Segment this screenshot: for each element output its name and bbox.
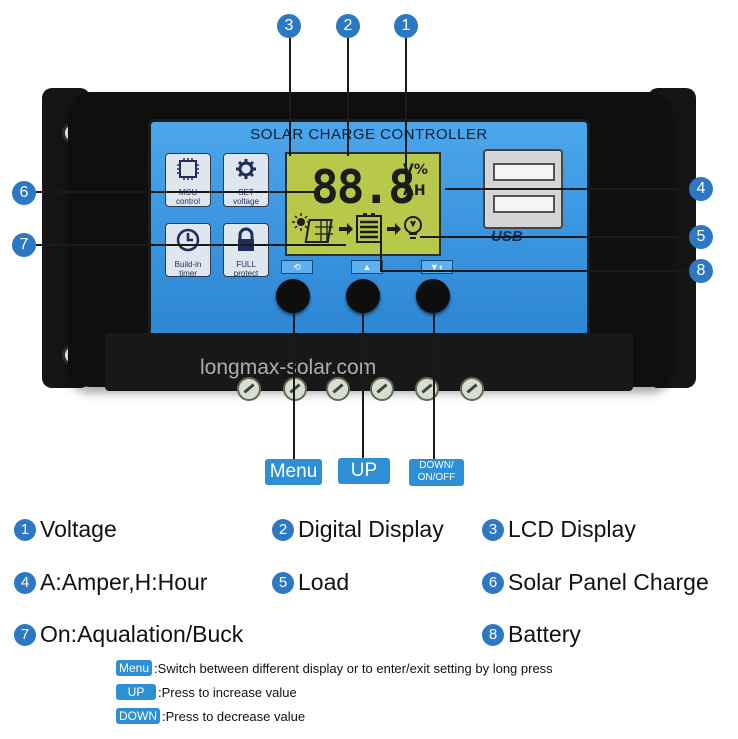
unit-voltage: V% xyxy=(403,162,428,178)
terminal-screw[interactable] xyxy=(237,377,261,401)
bulb-icon xyxy=(404,216,422,239)
callout-line-7 xyxy=(36,244,346,246)
arrow-icon xyxy=(387,223,401,235)
up-leader-line xyxy=(362,313,364,461)
solar-panel-icon xyxy=(304,219,333,243)
note-down: DOWN :Press to decrease value xyxy=(116,708,305,724)
callout-8: 8 xyxy=(689,259,713,283)
legend-text: Solar Panel Charge xyxy=(508,569,709,595)
digital-display: 88.8 xyxy=(311,160,416,214)
legend-text: Battery xyxy=(508,621,581,647)
lcd-status-icons xyxy=(292,213,422,243)
legend-text: Digital Display xyxy=(298,516,444,542)
terminal-screw[interactable] xyxy=(326,377,350,401)
legend-item-5: 5 Load xyxy=(272,569,349,596)
legend-item-7: 7 On:Aqualation/Buck xyxy=(14,621,243,648)
up-tag: UP xyxy=(338,458,390,484)
legend-number: 1 xyxy=(14,518,36,541)
callout-line-4 xyxy=(445,188,685,190)
legend-item-1: 1 Voltage xyxy=(14,516,117,543)
callout-line-6 xyxy=(36,191,316,193)
watermark: longmax-solar.com xyxy=(200,356,377,379)
callout-1: 1 xyxy=(394,14,418,38)
up-button[interactable] xyxy=(346,279,380,313)
legend-text: On:Aqualation/Buck xyxy=(40,621,244,647)
mcu-icon: MCUcontrol xyxy=(165,153,211,207)
legend-item-6: 6 Solar Panel Charge xyxy=(482,569,709,596)
panel-title: SOLAR CHARGE CONTROLLER xyxy=(250,126,488,143)
down-tag: DOWN/ ON/OFF xyxy=(409,459,464,486)
callout-line-8a xyxy=(380,240,382,270)
menu-leader-line xyxy=(293,313,295,461)
note-text: :Switch between different display or to … xyxy=(154,660,553,676)
battery-icon xyxy=(356,213,382,243)
note-up: UP :Press to increase value xyxy=(116,684,297,700)
callout-4: 4 xyxy=(689,177,713,201)
callout-3: 3 xyxy=(277,14,301,38)
legend-number: 4 xyxy=(14,571,36,594)
arrow-icon xyxy=(339,223,353,235)
legend-item-3: 3 LCD Display xyxy=(482,516,636,543)
note-menu: Menu :Switch between different display o… xyxy=(116,660,553,676)
legend-number: 6 xyxy=(482,571,504,594)
legend-number: 8 xyxy=(482,623,504,646)
callout-line-5 xyxy=(420,236,685,238)
menu-symbol: ⟲ xyxy=(281,260,313,274)
usb-port-2 xyxy=(493,195,555,213)
callout-line-8b xyxy=(380,270,685,272)
callout-7: 7 xyxy=(12,233,36,257)
unit-amp-hour: AH xyxy=(403,183,426,199)
terminal-screw[interactable] xyxy=(370,377,394,401)
legend-item-8: 8 Battery xyxy=(482,621,581,648)
down-button[interactable] xyxy=(416,279,450,313)
menu-tag: Menu xyxy=(265,459,322,485)
sun-icon xyxy=(292,213,310,231)
legend-item-2: 2 Digital Display xyxy=(272,516,444,543)
legend-number: 7 xyxy=(14,623,36,646)
callout-2: 2 xyxy=(336,14,360,38)
legend-number: 3 xyxy=(482,518,504,541)
up-symbol: ▲ xyxy=(351,260,383,274)
note-text: :Press to increase value xyxy=(158,684,297,700)
callout-line-1 xyxy=(405,36,407,186)
terminal-screw[interactable] xyxy=(460,377,484,401)
usb-port-1 xyxy=(493,163,555,181)
note-tag: UP xyxy=(116,684,156,700)
menu-button[interactable] xyxy=(276,279,310,313)
terminal-screw[interactable] xyxy=(283,377,307,401)
callout-6: 6 xyxy=(12,181,36,205)
note-tag: Menu xyxy=(116,660,153,676)
down-leader-line xyxy=(433,313,435,461)
legend-item-4: 4 A:Amper,H:Hour xyxy=(14,569,207,596)
legend-number: 2 xyxy=(272,518,294,541)
callout-5: 5 xyxy=(689,225,713,249)
legend-number: 5 xyxy=(272,571,294,594)
terminal-block xyxy=(105,333,633,391)
callout-line-2 xyxy=(347,36,349,156)
note-text: :Press to decrease value xyxy=(162,708,306,724)
legend-text: A:Amper,H:Hour xyxy=(40,569,208,595)
legend-text: Voltage xyxy=(40,516,117,542)
legend-text: LCD Display xyxy=(508,516,636,542)
legend-text: Load xyxy=(298,569,350,595)
terminal-screw[interactable] xyxy=(415,377,439,401)
note-tag: DOWN xyxy=(116,708,160,724)
callout-line-3 xyxy=(289,36,291,156)
gear-icon: SETvoltage xyxy=(223,153,269,207)
